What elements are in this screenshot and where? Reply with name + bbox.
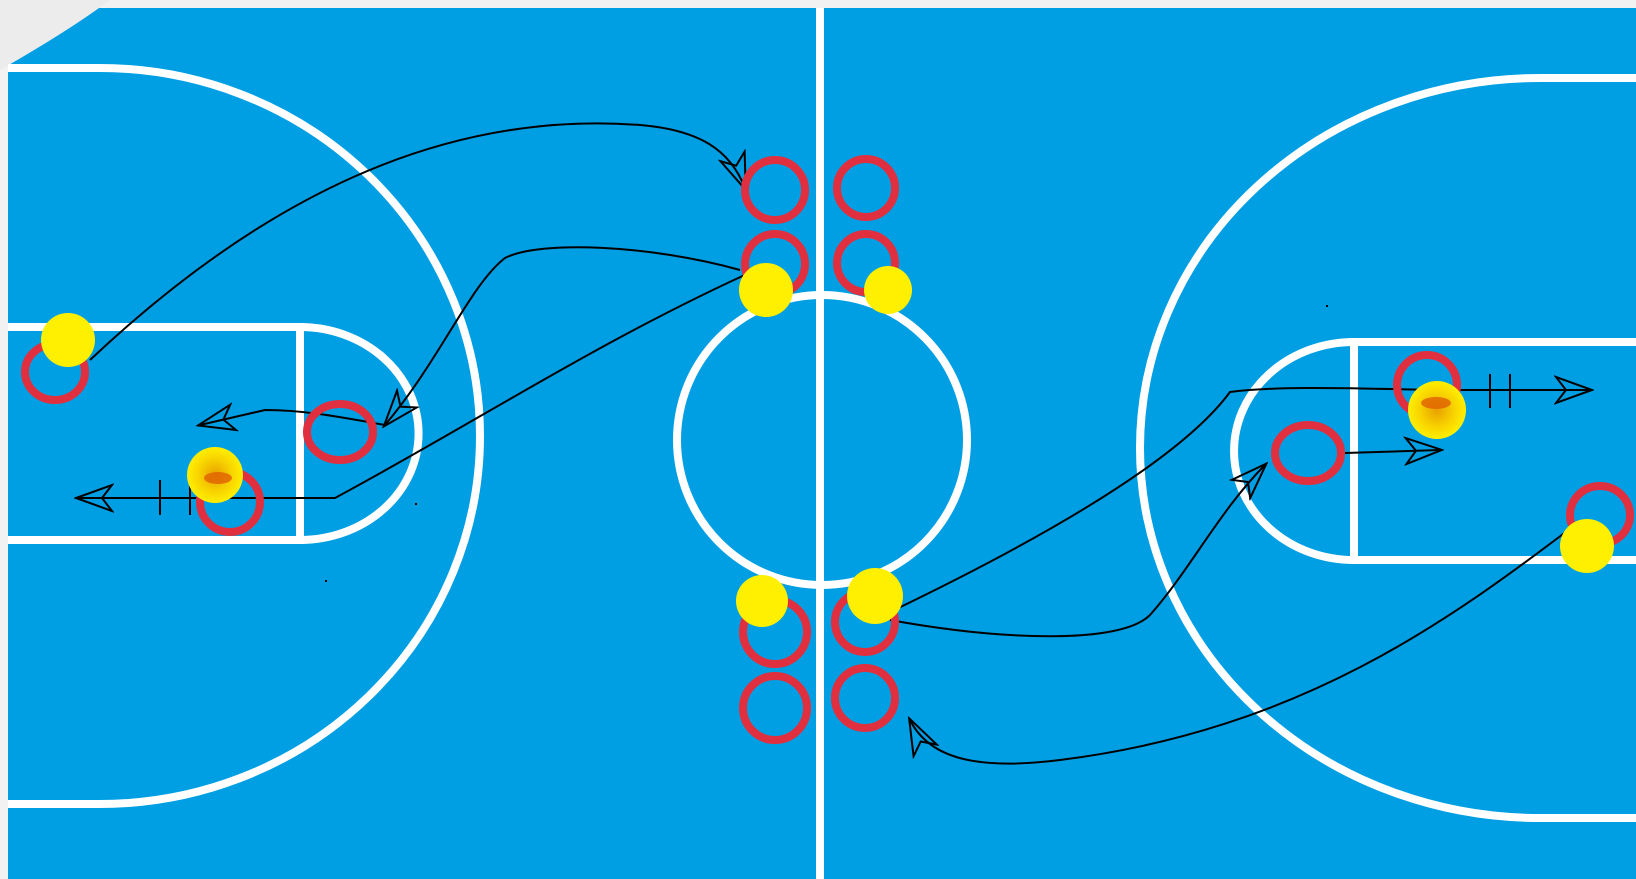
yellow-player-right-corner bbox=[1560, 519, 1614, 573]
yellow-player-left-corner bbox=[41, 313, 95, 367]
yellow-player-bottom-left bbox=[736, 575, 788, 627]
yellow-player-top-right bbox=[864, 266, 912, 314]
ball-left-seam bbox=[204, 472, 232, 484]
yellow-player-bottom-right bbox=[847, 568, 903, 624]
ball-right bbox=[1408, 381, 1466, 439]
ball-right-seam bbox=[1421, 397, 1451, 409]
yellow-player-top-left bbox=[739, 263, 793, 317]
